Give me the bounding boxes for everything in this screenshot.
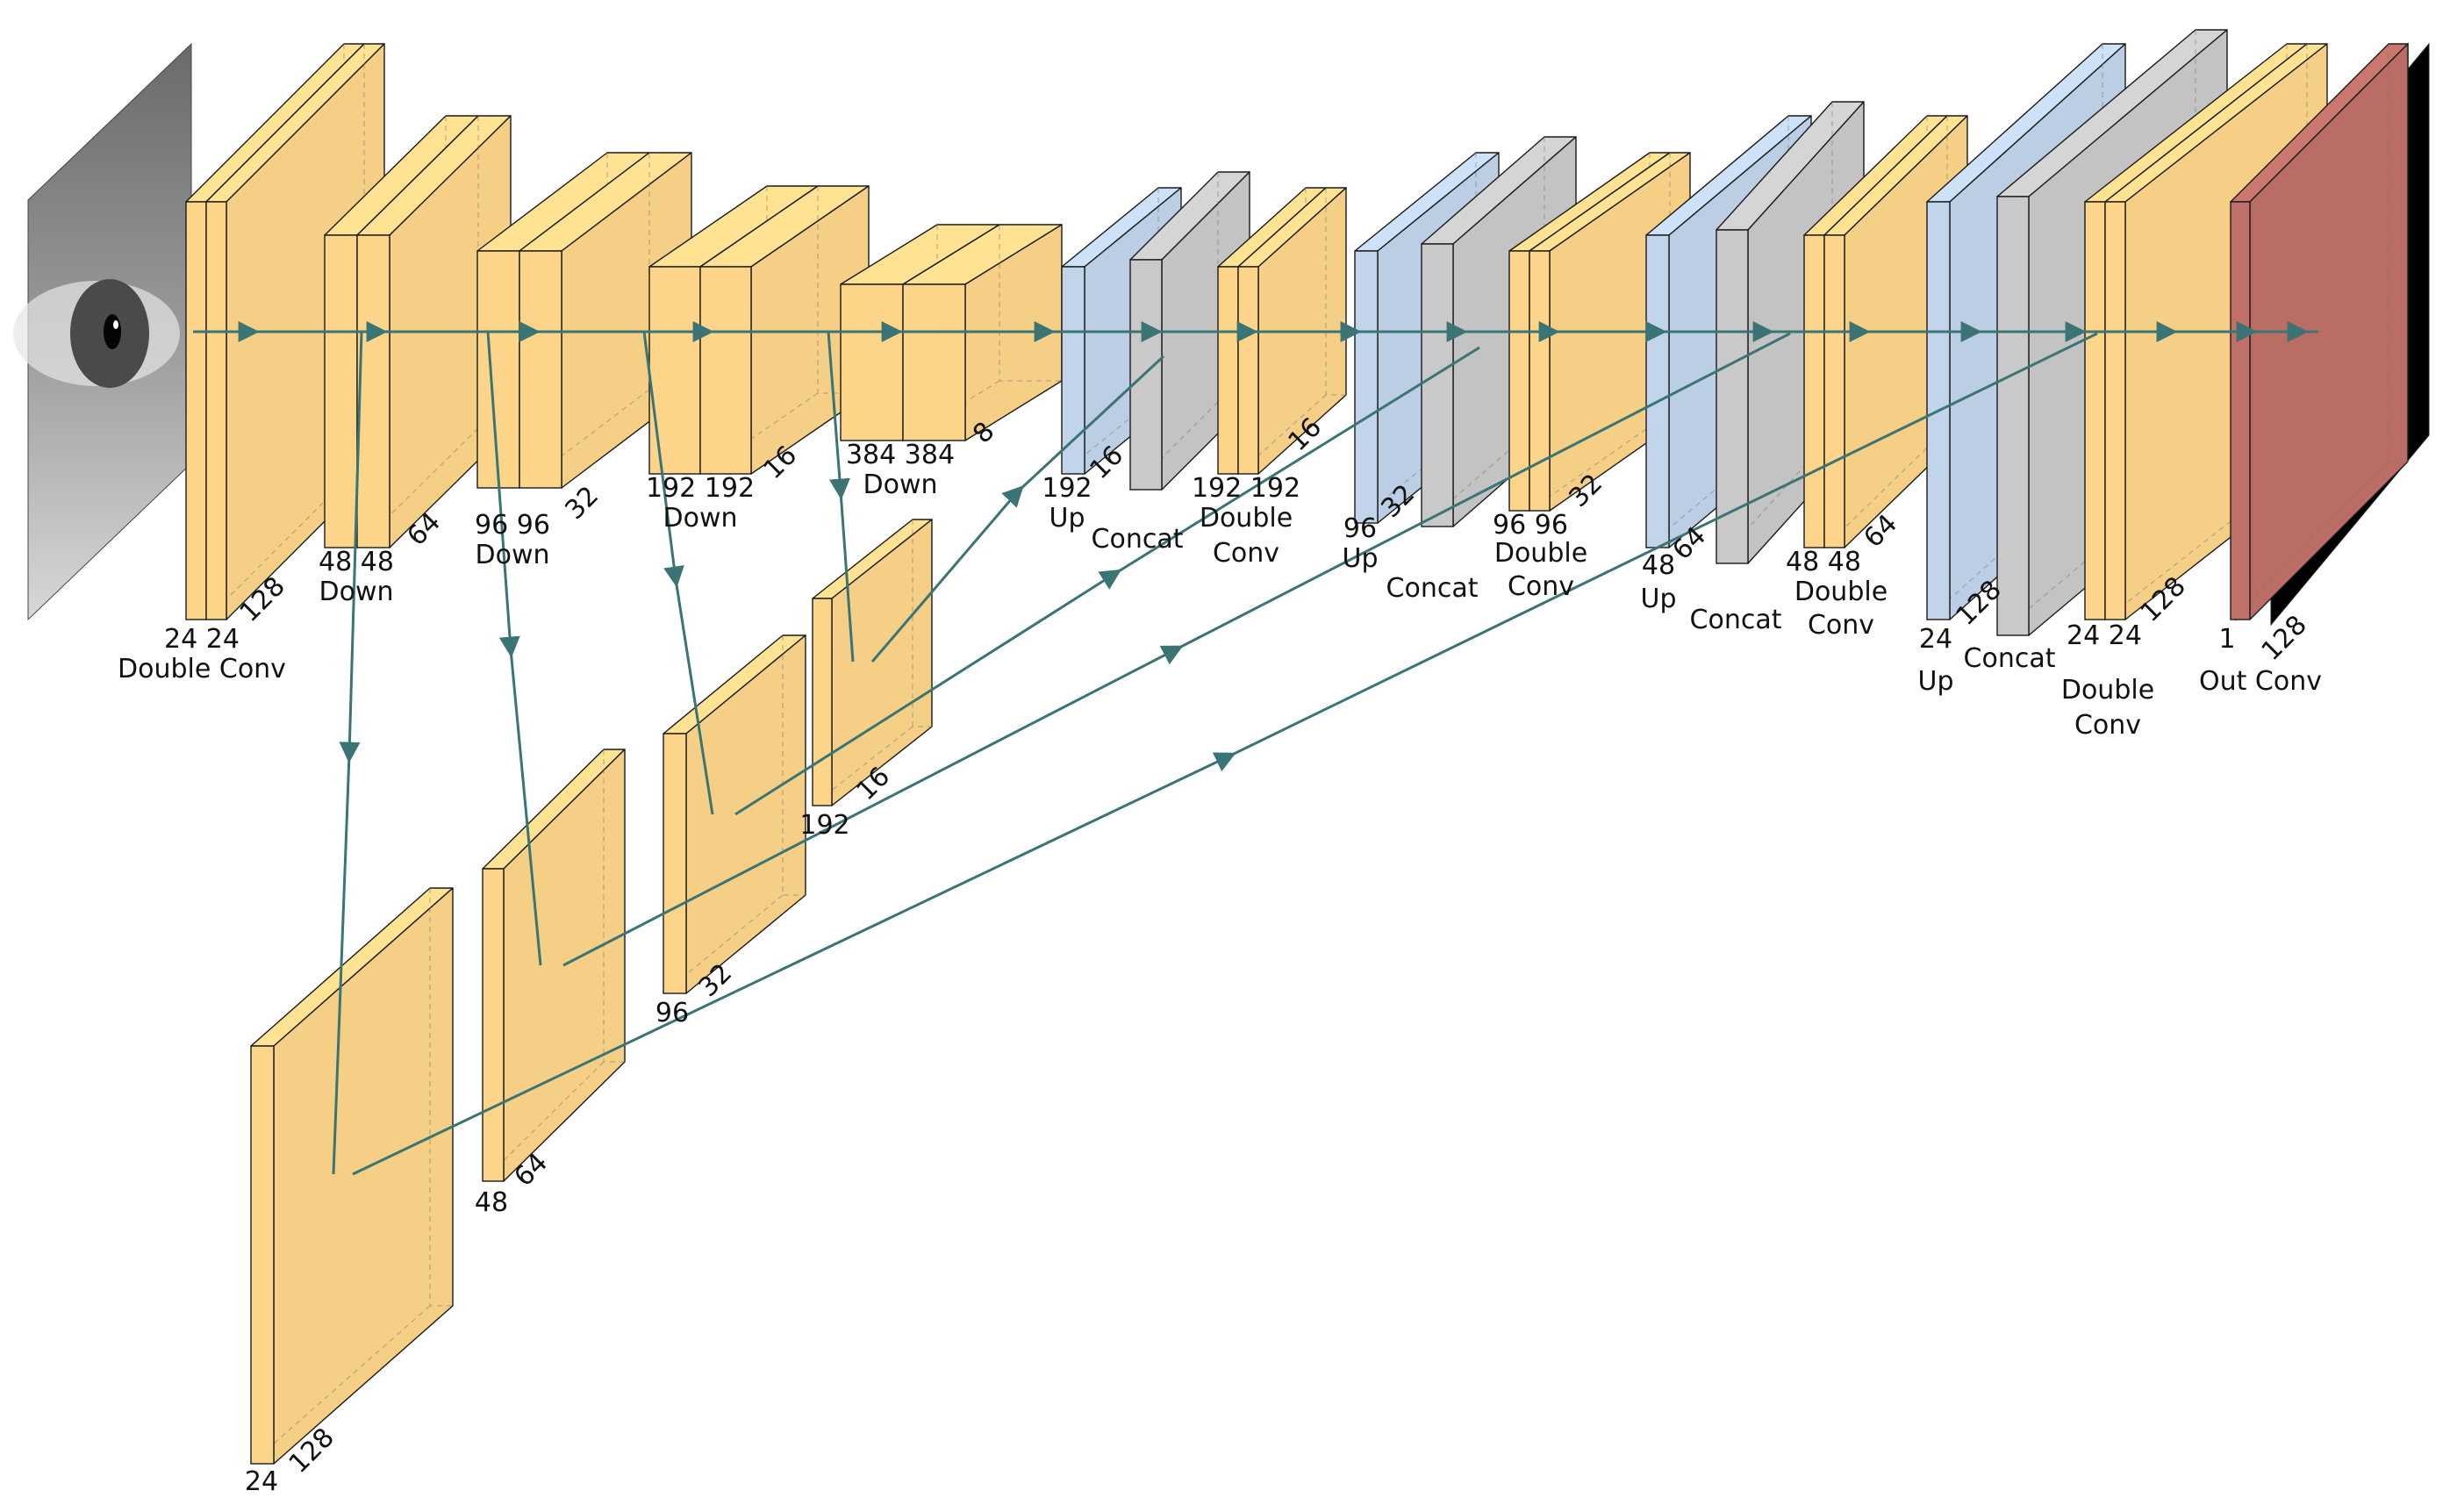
outc-depth-label: 128 xyxy=(2256,610,2313,667)
enc1-name-label: Double Conv xyxy=(118,654,286,684)
skip3-dims-label: 96 xyxy=(655,998,689,1028)
outc-dims-label: 1 xyxy=(2218,624,2235,655)
up4-name-label: Up xyxy=(1917,666,1953,697)
dc1-name-label-2: Conv xyxy=(1213,538,1279,569)
dc3-name-label-2: Conv xyxy=(1808,610,1874,641)
dc1-name-label-1: Double xyxy=(1200,503,1293,534)
enc2-name-label: Down xyxy=(319,577,393,607)
cat2-name-label: Concat xyxy=(1386,573,1479,604)
skip4-block xyxy=(812,519,933,806)
skip-up-arrow-4 xyxy=(870,355,1165,663)
enc2-dims-label: 48 48 xyxy=(319,547,394,577)
up2-dims-label: 96 xyxy=(1343,513,1377,544)
skip3-block xyxy=(663,634,806,994)
outc-block xyxy=(2230,43,2409,620)
up1-name-label: Up xyxy=(1049,503,1085,534)
cat3-name-label: Concat xyxy=(1690,605,1782,635)
up3-name-label: Up xyxy=(1640,584,1676,614)
skip2-dims-label: 48 xyxy=(475,1187,508,1218)
layer-blocks xyxy=(185,29,2409,1465)
outc-name-label: Out Conv xyxy=(2199,666,2322,697)
up2-name-label: Up xyxy=(1342,543,1378,574)
cat4-name-label: Concat xyxy=(1964,643,2056,674)
skip-down-arrow-3 xyxy=(642,331,714,815)
skip-up-arrow-2 xyxy=(562,332,1791,967)
enc5-dims-label: 384 384 xyxy=(846,440,955,470)
dc3-dims-label: 48 48 xyxy=(1786,547,1861,577)
input-eye-image xyxy=(13,42,192,621)
enc3-depth-label: 32 xyxy=(559,480,605,526)
up1-dims-label: 192 xyxy=(1042,473,1092,504)
enc3-name-label: Down xyxy=(475,540,549,570)
skip1-block xyxy=(250,887,454,1465)
up3-dims-label: 48 xyxy=(1642,550,1675,581)
dc4-name-label-2: Conv xyxy=(2074,710,2141,741)
skip1-dims-label: 24 xyxy=(245,1466,278,1497)
enc4-name-label: Down xyxy=(663,503,737,534)
skip-up-arrow-3 xyxy=(734,346,1480,816)
enc4-block-b xyxy=(699,185,870,475)
skip2-block xyxy=(482,749,626,1182)
layer-arrows xyxy=(193,321,2318,1176)
dc2-name-label-1: Double xyxy=(1494,538,1587,569)
skip-down-arrow-2 xyxy=(486,331,542,966)
cat1-name-label: Concat xyxy=(1092,524,1184,555)
enc5-block-b xyxy=(902,224,1063,441)
enc4-dims-label: 192 192 xyxy=(646,473,755,504)
skip-down-arrow-1 xyxy=(332,331,363,1175)
skip4-dims-label: 192 xyxy=(799,810,849,841)
skip-up-arrow-1 xyxy=(352,332,2098,1176)
enc5-name-label: Down xyxy=(863,469,937,500)
dc1-dims-label: 192 192 xyxy=(1192,473,1300,504)
dc4-name-label-1: Double xyxy=(2061,675,2154,706)
enc3-dims-label: 96 96 xyxy=(475,510,550,541)
skip-down-arrow-4 xyxy=(827,331,855,663)
dc2-dims-label: 96 96 xyxy=(1493,510,1568,541)
enc1-dims-label: 24 24 xyxy=(164,624,240,655)
dc2-name-label-2: Conv xyxy=(1508,571,1574,602)
dc4-dims-label: 24 24 xyxy=(2067,620,2142,651)
up4-dims-label: 24 xyxy=(1919,624,1952,655)
dc3-name-label-1: Double xyxy=(1794,577,1888,607)
